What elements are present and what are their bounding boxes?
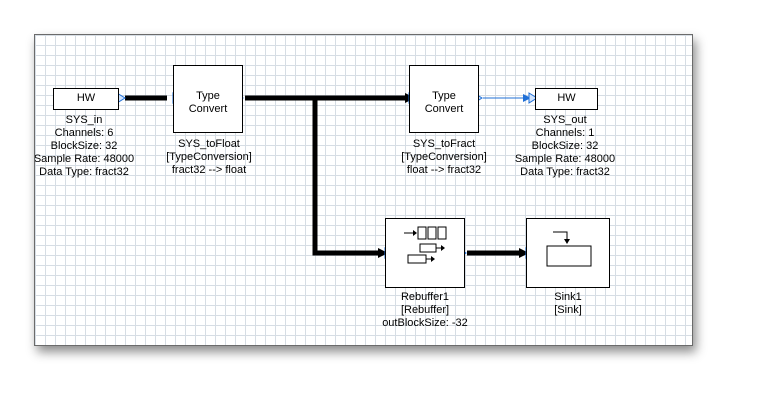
sys-out-label: SYS_out Channels: 1 BlockSize: 32 Sample… xyxy=(505,114,625,179)
sys-tofract-type: [TypeConversion] xyxy=(401,151,487,163)
sys-out-samplerate: Sample Rate: 48000 xyxy=(514,153,616,165)
arrowhead xyxy=(519,248,529,258)
sys-tofloat-title: Type Convert xyxy=(174,90,242,116)
sys-out-blocksize: BlockSize: 32 xyxy=(531,140,599,152)
rebuffer1-name: Rebuffer1 xyxy=(400,291,450,303)
arrowhead xyxy=(523,94,531,102)
sys-tofloat-label: SYS_toFloat [TypeConversion] fract32 -->… xyxy=(149,138,269,177)
rebuffer1-label: Rebuffer1 [Rebuffer] outBlockSize: -32 xyxy=(365,291,485,330)
sys-tofract-title-line2: Convert xyxy=(424,103,464,115)
sys-tofract-title-line1: Type xyxy=(432,90,456,102)
sys-tofloat-type: [TypeConversion] xyxy=(166,151,252,163)
arrowhead xyxy=(378,248,388,258)
sys-in-blocksize: BlockSize: 32 xyxy=(50,140,118,152)
sink-icon xyxy=(546,231,592,267)
sink1-label: Sink1 [Sink] xyxy=(508,291,628,317)
sys-in-channels: Channels: 6 xyxy=(54,127,114,139)
sink1-name: Sink1 xyxy=(554,291,582,303)
input-pin xyxy=(528,92,538,104)
sys-tofract-label: SYS_toFract [TypeConversion] float --> f… xyxy=(384,138,504,177)
sys-tofract-title: Type Convert xyxy=(410,90,478,116)
sys-tofloat-name: SYS_toFloat xyxy=(178,138,240,150)
sys-out-channels: Channels: 1 xyxy=(535,127,595,139)
diagram-canvas[interactable]: HW SYS_in Channels: 6 BlockSize: 32 Samp… xyxy=(34,34,693,346)
rebuffer-icon xyxy=(404,226,447,264)
sys-in-name: SYS_in xyxy=(65,114,103,126)
sys-out-name: SYS_out xyxy=(543,114,587,126)
sys-tofract-block[interactable]: Type Convert xyxy=(409,65,479,133)
sys-in-samplerate: Sample Rate: 48000 xyxy=(34,153,135,165)
sys-tofloat-title-line1: Type xyxy=(196,90,220,102)
sys-out-hw-label: HW xyxy=(557,92,576,104)
rebuffer1-block[interactable] xyxy=(385,218,465,288)
sys-tofloat-block[interactable]: Type Convert xyxy=(173,65,243,133)
sys-in-datatype: Data Type: fract32 xyxy=(39,166,129,178)
sys-in-label: SYS_in Channels: 6 BlockSize: 32 Sample … xyxy=(34,114,139,179)
sys-tofract-name: SYS_toFract xyxy=(412,138,476,150)
sink1-type: [Sink] xyxy=(554,304,582,316)
sys-out-hw-block[interactable]: HW xyxy=(535,88,598,110)
sink1-block[interactable] xyxy=(526,218,610,288)
wire-branch-rebuffer xyxy=(312,98,380,256)
sys-in-hw-block[interactable]: HW xyxy=(53,88,119,110)
sys-out-datatype: Data Type: fract32 xyxy=(520,166,610,178)
rebuffer1-outblocksize: outBlockSize: -32 xyxy=(382,317,468,329)
sys-in-hw-label: HW xyxy=(76,92,96,104)
sys-tofloat-title-line2: Convert xyxy=(188,103,228,115)
sys-tofloat-conversion: fract32 --> float xyxy=(171,164,247,176)
sys-tofract-conversion: float --> fract32 xyxy=(406,164,482,176)
rebuffer1-type: [Rebuffer] xyxy=(400,304,450,316)
